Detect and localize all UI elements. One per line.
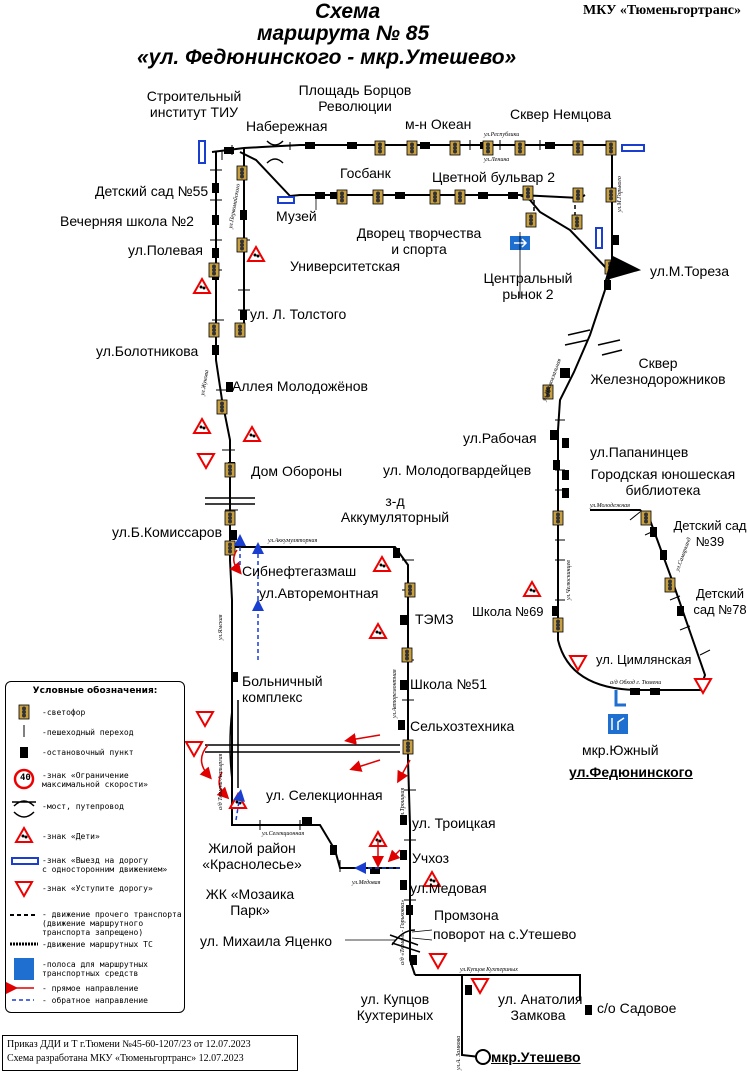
street-label: ул.Аккумуляторная [268,538,318,544]
order-box: Приказ ДДИ и Т г.Тюмени №45-60-1207/23 о… [2,1035,298,1071]
stop-label: Набережная [246,118,328,134]
street-label: ул.Ленина [484,157,510,163]
stop-label: ул.М.Тореза [650,263,730,279]
street-label: ул.Авторемонтная [392,669,398,718]
stop-label: ул.Рабочая [463,430,537,446]
street-label: а/д Обход г. Тюмени [610,680,662,686]
stop-label: Аллея Молодожёнов [232,378,368,394]
stop-label: ул. Троицкая [412,815,496,831]
stop-label: Учхоз [412,850,450,866]
stop-label: Сквер Немцова [510,106,612,122]
legend-obratnoe: - обратное направление [42,996,148,1005]
stop-label: Школа №69 [472,604,544,619]
stop-label: ул.Полевая [128,242,203,258]
stop-label: Детский сад №55 [95,183,209,199]
stop-label: ул.Авторемонтная [259,585,379,601]
legend: Условные обозначения: 40 -светофор -пеше… [5,681,185,1013]
stop-label: Промзона [434,907,499,923]
legend-marshrut: -движение маршрутных ТС [42,940,153,949]
legend-perekhod: -пешеходный переход [42,728,134,737]
stop-label: с/о Садовое [597,1000,677,1016]
stop-label: Дом Обороны [251,463,342,479]
legend-ustupi: -знак «Уступите дорогу» [42,884,153,893]
stop-label: ул.Болотникова [96,343,199,359]
stop-label: ул. Михаила Яценко [200,933,332,949]
stop-label: ул. Молодогвардейцев [383,462,532,478]
stop-label: ТЭМЗ [415,611,454,627]
title-line-2: маршрута № 85 [257,22,430,45]
street-label: ул.Селекционная [262,831,305,837]
stop-label: ул.Медовая [410,880,487,896]
street-label: ул.Троицкая [400,787,406,818]
stop-label: Цветной бульвар 2 [432,169,555,185]
stop-label: ул. Селекционная [266,787,383,803]
stop-label: ул. Цимлянская [596,652,692,667]
street-label: ул.Медовая [352,880,381,886]
street-label: ул.Молодежная [590,503,630,509]
stop-label: Жилой район«Краснолесье» [202,840,302,872]
street-label: а/д Тюмень-Ахтыргая [218,753,224,810]
stop-label: Школа №51 [410,676,488,692]
stop-label: ул.Б.Комиссаров [112,524,223,540]
title-line-3: «ул. Федюнинского - мкр.Утешево» [137,46,517,69]
stop-label: ул.Папанинцев [590,444,689,460]
stop-label: м-н Океан [405,116,472,132]
legend-ostanovka: -остановочный пункт [42,748,134,757]
legend-prochee: - движение прочего транспорта(движение м… [42,910,182,937]
legend-svetofor: -светофор [42,708,86,717]
stop-label: Вечерняя школа №2 [60,213,194,229]
org-name: МКУ «Тюменьгортранс» [583,3,741,18]
street-label: ул.Ямская [218,614,224,641]
stop-label: ул. Л. Толстого [250,306,347,322]
street-label: ул.Республики [484,132,520,138]
legend-title: Условные обозначения: [32,686,158,696]
legend-pryamoe: - прямое направление [42,984,139,993]
speed-value: 40 [20,773,31,783]
street-label: ул.Челюскинцев [566,560,572,600]
stop-label: Университетская [290,258,401,274]
title-line-1: Схема [315,0,381,23]
stop-label: ул.Федюнинского [569,764,693,780]
street-label: ул.А. Замкова [456,1035,462,1070]
stop-label: мкр.Утешево [491,1049,581,1065]
legend-most: -мост, путепровод [42,802,124,811]
stop-label: Сибнефтегазмаш [242,563,357,579]
order-line-1: Приказ ДДИ и Т г.Тюмени №45-60-1207/23 о… [7,1039,251,1050]
legend-deti: -знак «Дети» [42,832,100,841]
street-label: ул.М.Горького [617,176,623,212]
street-label: а/д «Тюмень - Горьковка» [400,899,406,965]
stop-label: мкр.Южный [582,742,659,758]
street-label: ул.Купцов Кухтериных [460,967,518,973]
stop-label: Музей [276,208,317,224]
stop-label: Сельхозтехника [410,718,515,734]
stop-label: поворот на с.Утешево [433,926,577,942]
stop-label: Госбанк [340,165,391,181]
order-line-2: Схема разработана МКУ «Тюменьгортранс» 1… [7,1053,244,1064]
